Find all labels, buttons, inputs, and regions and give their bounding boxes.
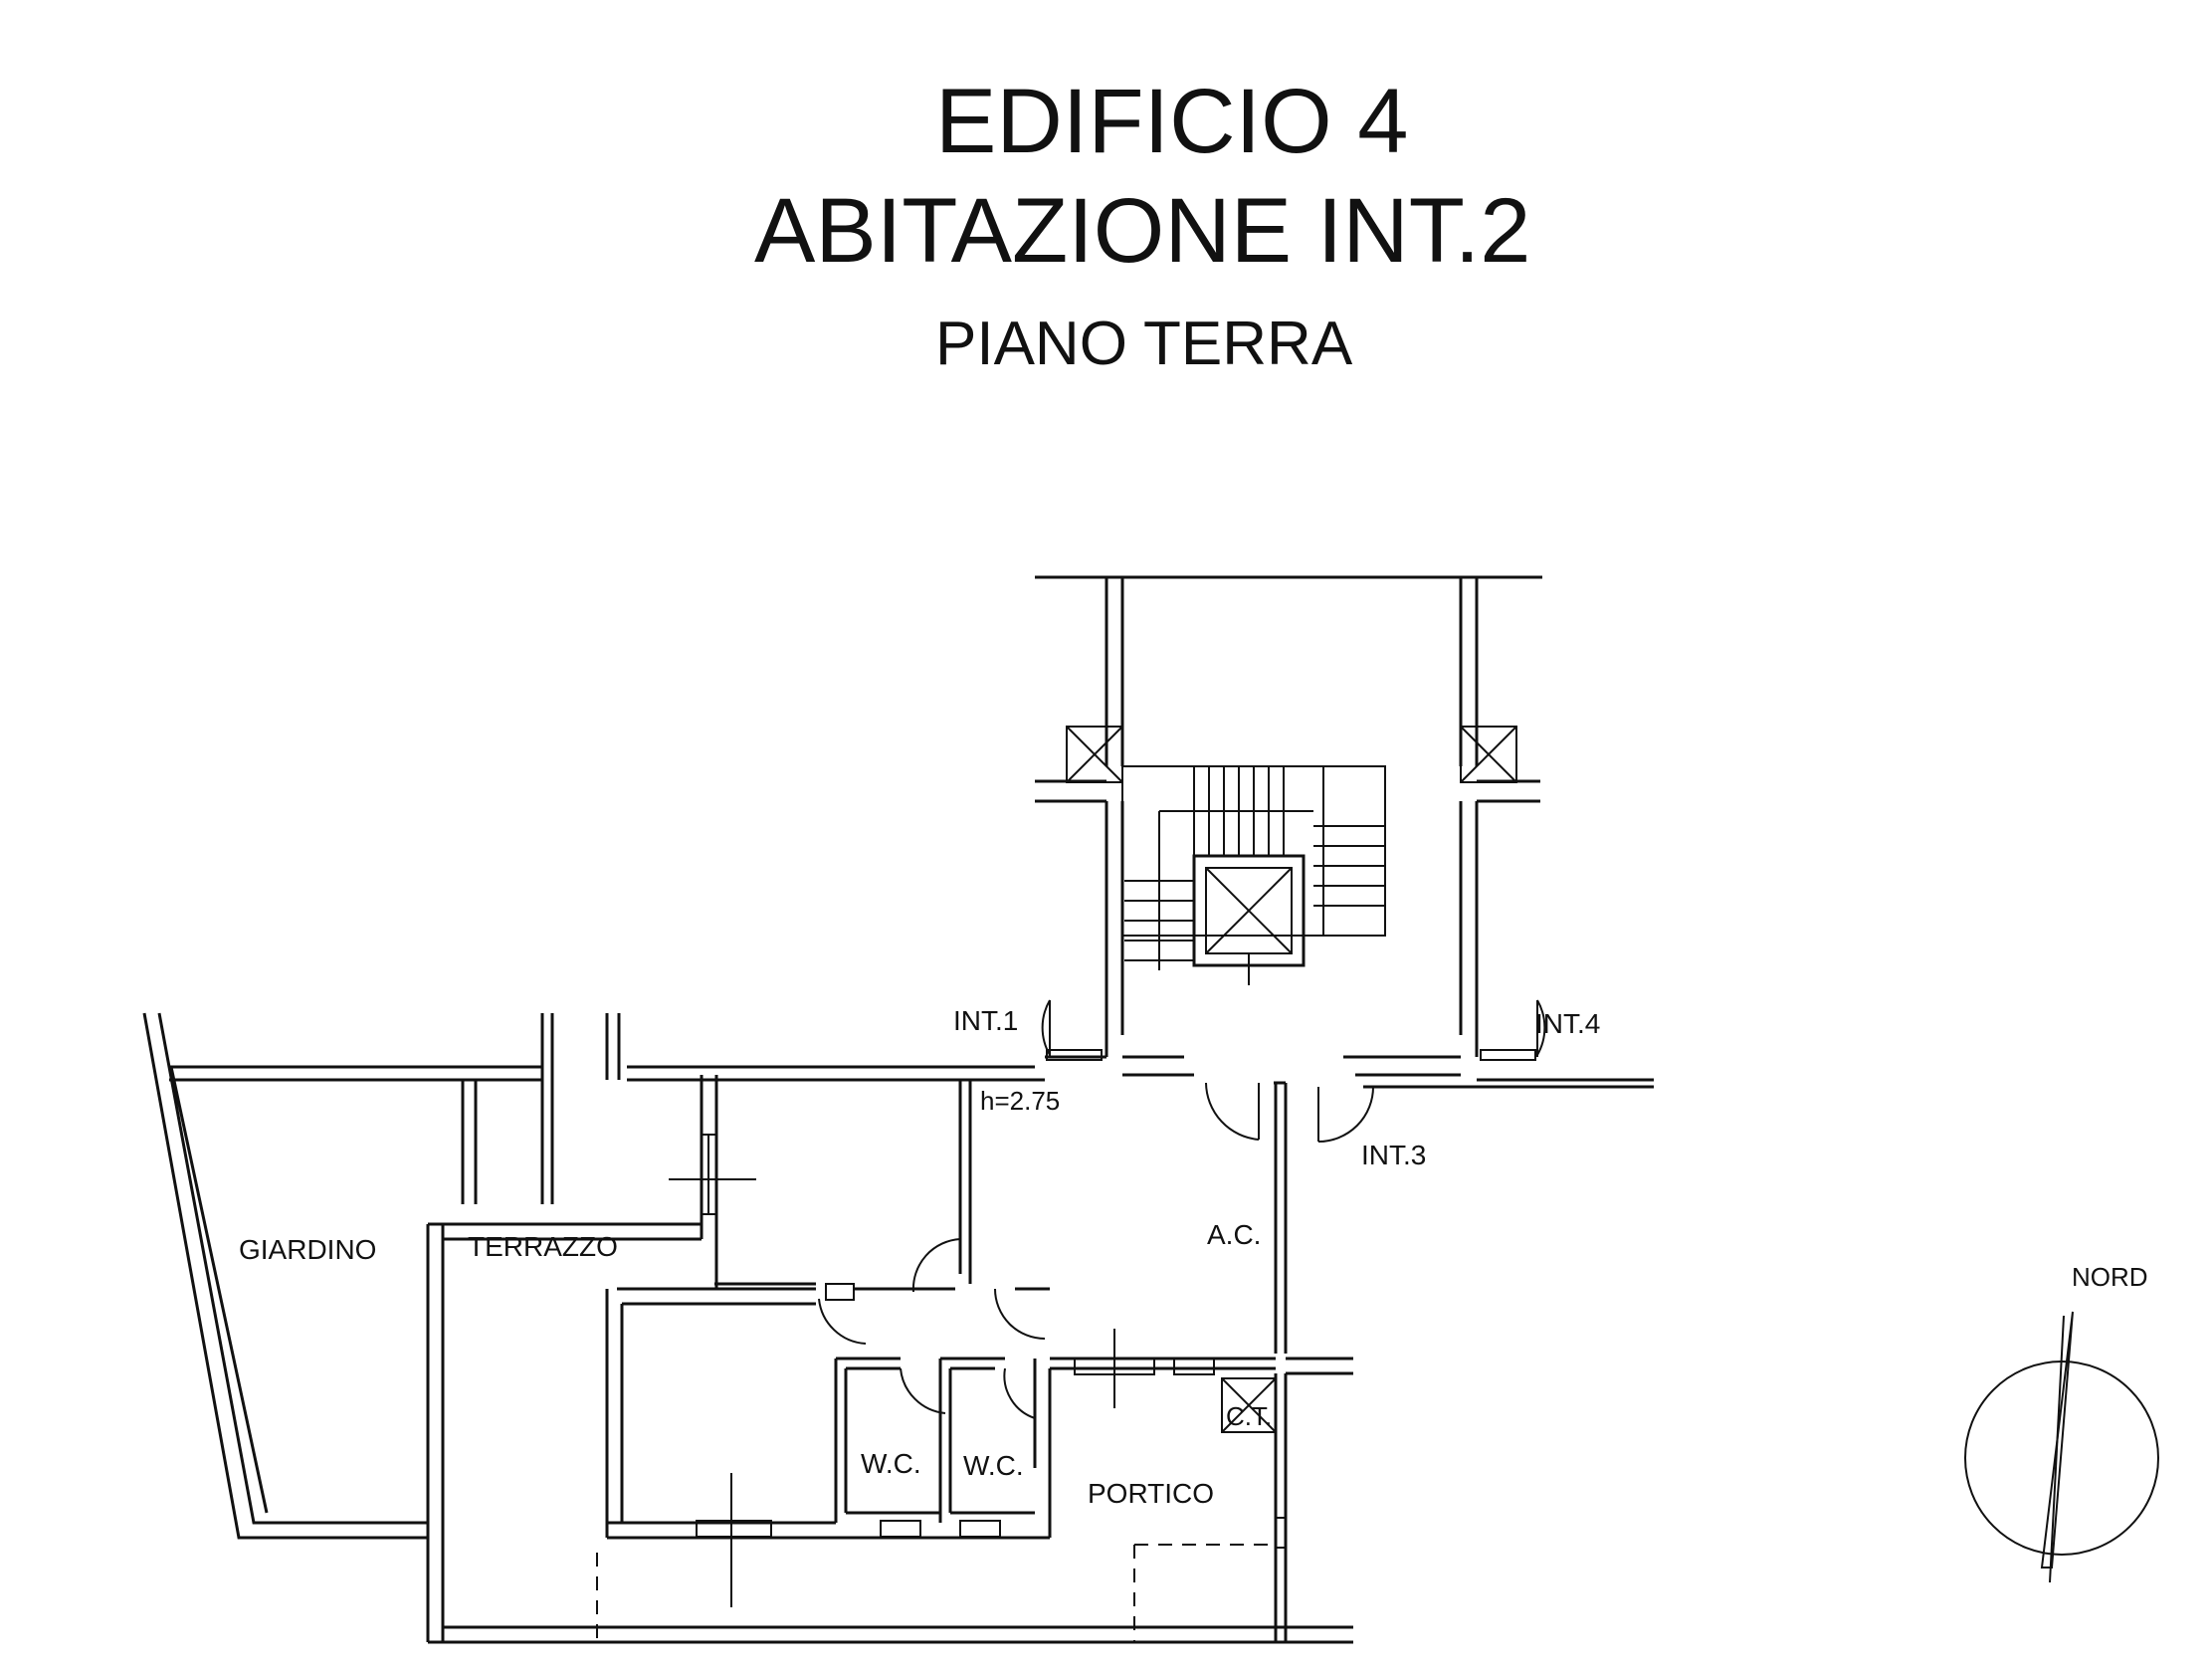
interior-walls bbox=[596, 1078, 1353, 1642]
label-terrazzo: TERRAZZO bbox=[468, 1231, 618, 1262]
north-compass-icon: NORD bbox=[1964, 1262, 2159, 1583]
label-int-1: INT.1 bbox=[953, 1005, 1018, 1036]
label-wc-1: W.C. bbox=[861, 1448, 921, 1479]
label-ct: C.T. bbox=[1226, 1401, 1272, 1431]
stair-core bbox=[1035, 575, 1542, 1057]
unit-title: ABITAZIONE INT.2 bbox=[754, 180, 1531, 282]
floor-title: PIANO TERRA bbox=[935, 310, 1353, 378]
label-wc-2: W.C. bbox=[963, 1450, 1024, 1481]
compass-label: NORD bbox=[2072, 1262, 2148, 1292]
room-labels: GIARDINO TERRAZZO A.C. W.C. W.C. PORTICO… bbox=[239, 1005, 1600, 1509]
label-int-3: INT.3 bbox=[1361, 1140, 1426, 1170]
label-portico: PORTICO bbox=[1088, 1478, 1214, 1509]
title-block: EDIFICIO 4 ABITAZIONE INT.2 PIANO TERRA bbox=[0, 0, 2212, 398]
doors bbox=[818, 999, 1546, 1419]
height-annotation: h=2.75 bbox=[980, 1086, 1060, 1116]
windows bbox=[669, 1049, 1536, 1607]
outer-walls bbox=[142, 1012, 1654, 1644]
label-giardino: GIARDINO bbox=[239, 1234, 376, 1265]
label-int-4: INT.4 bbox=[1535, 1008, 1600, 1039]
building-title: EDIFICIO 4 bbox=[935, 71, 1409, 172]
label-ac: A.C. bbox=[1207, 1219, 1261, 1250]
